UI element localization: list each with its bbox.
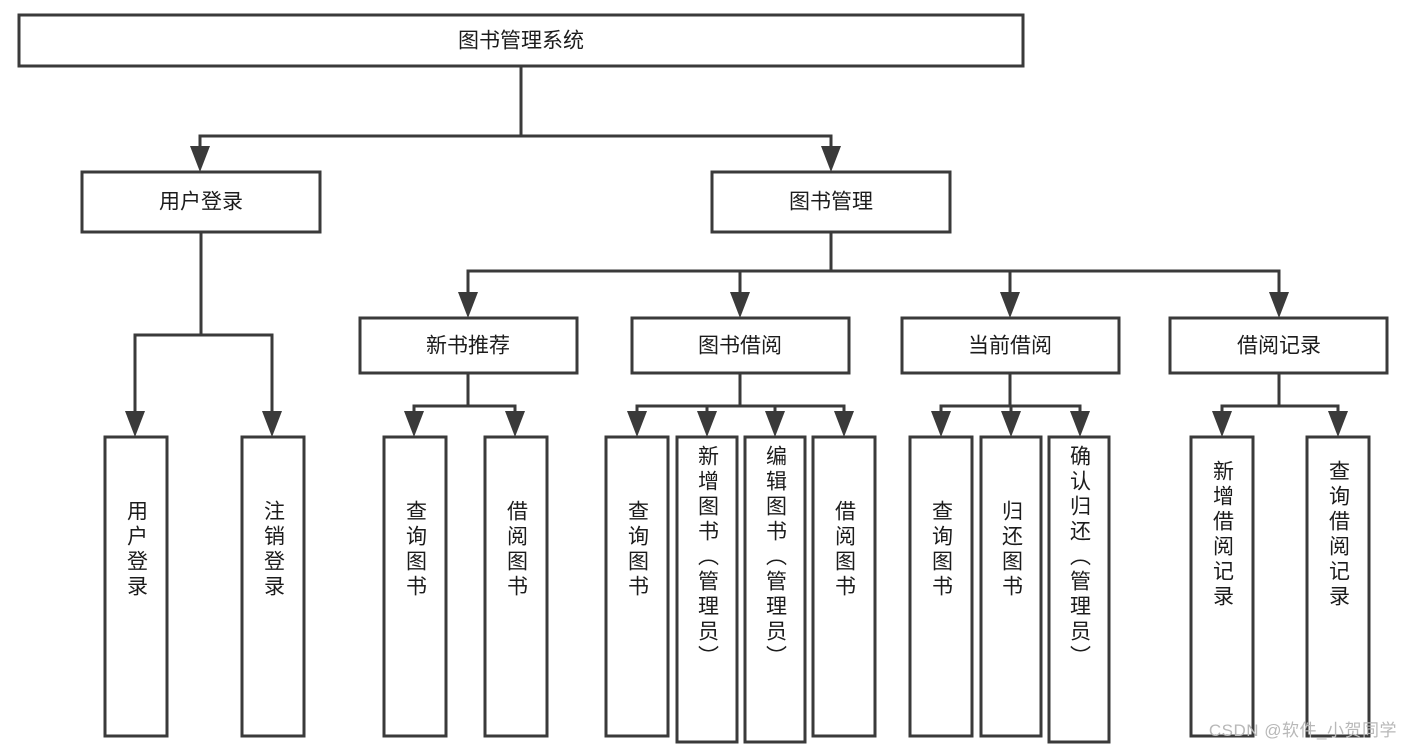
leaf-box-add-record[interactable] [1189, 435, 1255, 738]
node-root-box [17, 13, 1025, 68]
arrow-head-icon [627, 411, 647, 437]
arrow-head-icon [821, 146, 841, 172]
connector-borrow-record-to-leaves [1212, 371, 1348, 437]
arrow-head-icon [1212, 411, 1232, 437]
node-book-borrow-label: 图书借阅 [698, 335, 782, 358]
arrow-head-icon [458, 292, 478, 318]
node-borrow-record[interactable]: 借阅记录 [1168, 316, 1389, 375]
leaf-box-query-record[interactable] [1305, 435, 1371, 738]
connector-current-borrow-to-leaves [931, 371, 1090, 437]
node-book-borrow[interactable]: 图书借阅 [630, 316, 851, 375]
arrow-head-icon [730, 292, 750, 318]
arrow-head-icon [190, 146, 210, 172]
arrow-head-icon [1269, 292, 1289, 318]
arrow-head-icon [931, 411, 951, 437]
node-user-login-box [80, 170, 322, 234]
node-book-management-label: 图书管理 [789, 191, 873, 214]
connector-user-login-to-leaves [125, 230, 282, 437]
connector-book-management-to-level3 [458, 230, 1289, 318]
leaf-box-query-book-3[interactable] [908, 435, 974, 738]
node-current-borrow-box [900, 316, 1121, 375]
arrow-head-icon [1070, 411, 1090, 437]
arrow-head-icon [1001, 411, 1021, 437]
leaf-box-query-book-2[interactable] [604, 435, 670, 738]
node-new-book-recommend-box [358, 316, 579, 375]
arrow-head-icon [505, 411, 525, 437]
leaf-box-borrow-book-1[interactable] [483, 435, 549, 738]
leaf-box-user-login[interactable] [103, 435, 169, 738]
arrow-head-icon [262, 411, 282, 437]
arrow-head-icon [834, 411, 854, 437]
connector-book-borrow-to-leaves [627, 371, 854, 437]
leaf-box-return-book[interactable] [979, 435, 1043, 738]
leaf-box-add-book[interactable] [675, 435, 739, 744]
node-user-login[interactable]: 用户登录 [80, 170, 322, 234]
node-current-borrow[interactable]: 当前借阅 [900, 316, 1121, 375]
node-root-label: 图书管理系统 [458, 30, 584, 53]
arrow-head-icon [1000, 292, 1020, 318]
arrow-head-icon [697, 411, 717, 437]
leaf-box-logout[interactable] [240, 435, 306, 738]
connector-root-to-level2 [190, 64, 841, 172]
leaf-box-edit-book[interactable] [743, 435, 807, 744]
watermark-text: CSDN @软件_小贺同学 [1208, 721, 1397, 740]
connector-new-book-recommend-to-leaves [404, 371, 525, 437]
node-user-login-label: 用户登录 [159, 191, 243, 214]
arrow-head-icon [404, 411, 424, 437]
node-new-book-recommend-label: 新书推荐 [426, 335, 510, 358]
leaf-box-borrow-book-2[interactable] [811, 435, 877, 738]
arrow-head-icon [1328, 411, 1348, 437]
leaf-box-query-book-1[interactable] [382, 435, 448, 738]
node-current-borrow-label: 当前借阅 [968, 335, 1052, 358]
node-book-management[interactable]: 图书管理 [710, 170, 952, 234]
arrow-head-icon [125, 411, 145, 437]
node-new-book-recommend[interactable]: 新书推荐 [358, 316, 579, 375]
arrow-head-icon [765, 411, 785, 437]
leaf-box-confirm-return[interactable] [1047, 435, 1111, 744]
node-borrow-record-label: 借阅记录 [1237, 335, 1321, 358]
node-root[interactable]: 图书管理系统 [17, 13, 1025, 68]
